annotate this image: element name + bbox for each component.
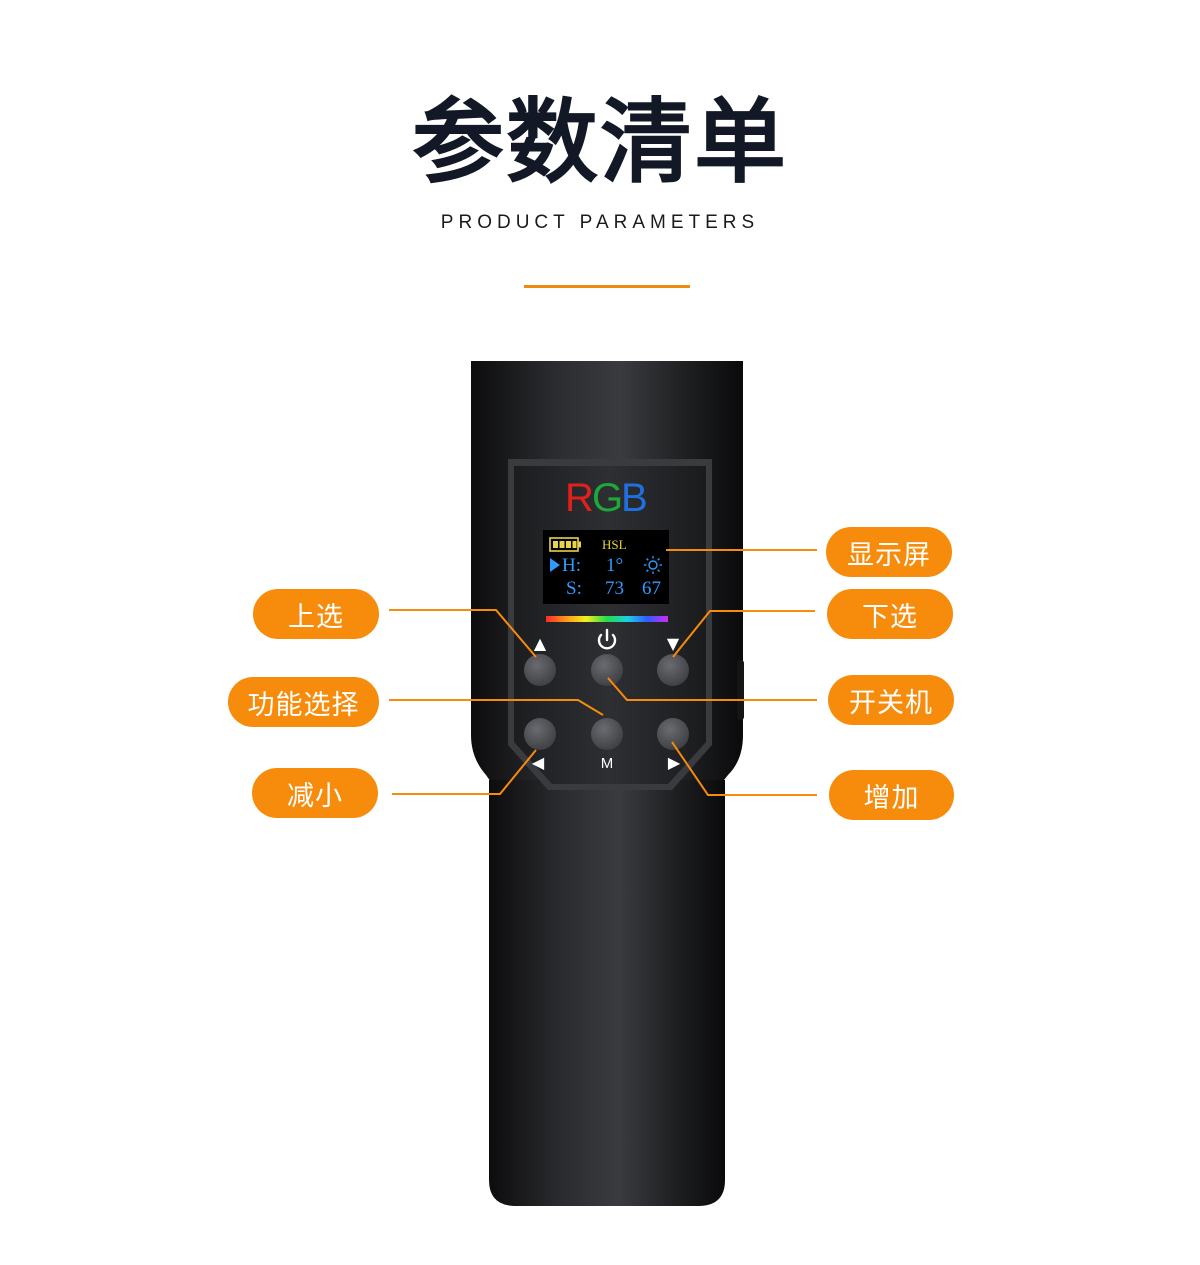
label-up-select: 上选	[253, 589, 379, 639]
screen-row2-value1: 73	[605, 578, 624, 599]
label-function-select: 功能选择	[228, 677, 379, 727]
decrease-button[interactable]	[524, 718, 556, 750]
label-decrease: 减小	[252, 768, 378, 818]
brand-letter-r: R	[565, 476, 594, 520]
screen-row2-label: S:	[566, 578, 582, 599]
callout-line-up	[389, 609, 537, 658]
label-down-select: 下选	[827, 589, 953, 639]
right-arrow-icon: ▶	[668, 753, 681, 772]
up-arrow-icon: ▲	[534, 634, 547, 653]
callout-line-decrease	[392, 749, 537, 795]
left-arrow-icon: ◀	[532, 753, 545, 772]
up-select-button[interactable]	[524, 654, 556, 686]
power-icon	[597, 628, 617, 650]
callout-line-down	[672, 610, 815, 658]
screen-row1-label: H:	[562, 555, 581, 576]
page-title: 参数清单	[411, 89, 788, 196]
callout-lines	[389, 549, 817, 796]
down-arrow-icon: ▼	[667, 634, 680, 653]
screen-row1-value: 1°	[606, 555, 623, 576]
brightness-icon	[644, 556, 662, 574]
label-power: 开关机	[828, 675, 954, 725]
screen-mode: HSL	[602, 537, 627, 552]
callout-line-function	[389, 699, 604, 716]
screen-row2-value2: 67	[642, 578, 661, 599]
battery-icon	[549, 537, 581, 552]
cursor-arrow-icon	[550, 558, 560, 572]
title-divider	[524, 285, 690, 288]
mode-mark: M	[601, 755, 614, 772]
side-switch	[737, 660, 744, 720]
function-select-button[interactable]	[591, 718, 623, 750]
callout-line-power	[607, 677, 817, 701]
device-handle	[489, 780, 725, 1206]
callout-line-increase	[671, 741, 817, 796]
brand-letter-g: G	[592, 476, 623, 520]
color-spectrum-bar	[546, 616, 668, 622]
increase-button[interactable]	[657, 718, 689, 750]
power-button[interactable]	[591, 654, 623, 686]
page-subtitle: PRODUCT PARAMETERS	[440, 212, 760, 233]
brand-letter-b: B	[621, 476, 648, 520]
label-increase: 增加	[829, 770, 954, 820]
label-display: 显示屏	[826, 527, 952, 577]
down-select-button[interactable]	[657, 654, 689, 686]
